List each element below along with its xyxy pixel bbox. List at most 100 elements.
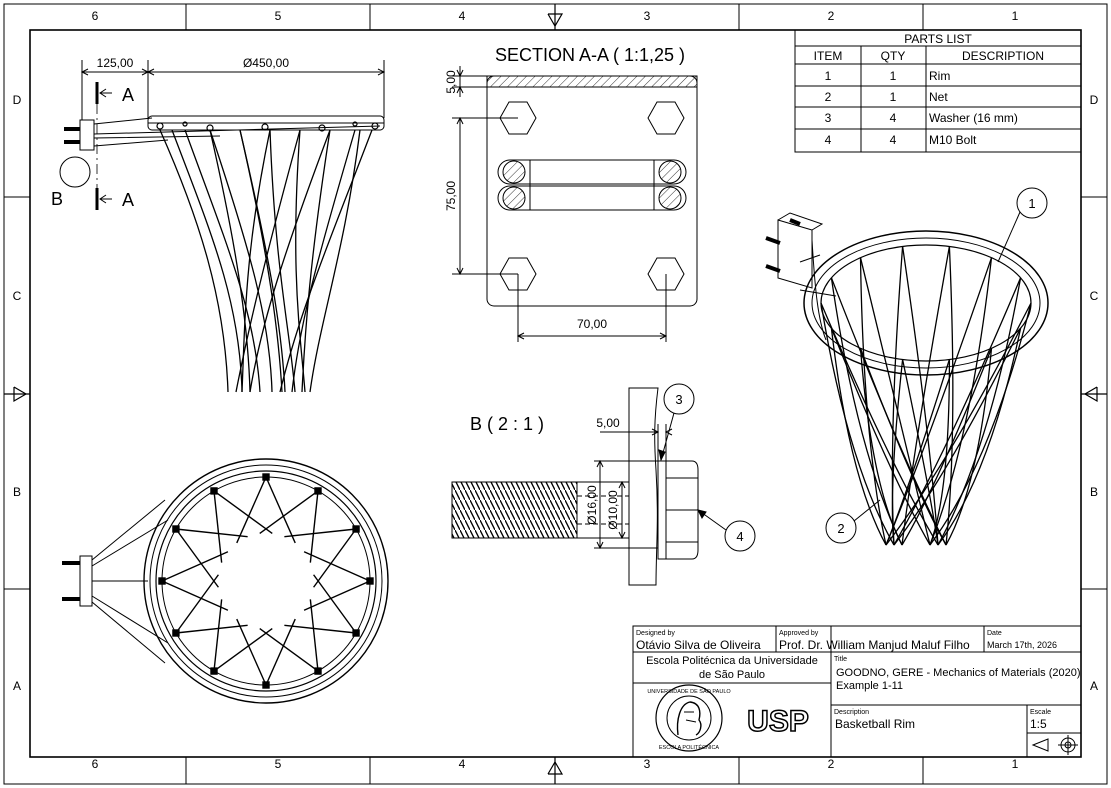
parts-header-item: ITEM xyxy=(814,49,843,63)
zone-col-3-bottom: 3 xyxy=(644,757,651,771)
balloon-4: 4 xyxy=(736,529,743,544)
zone-row-D-left: D xyxy=(13,93,22,107)
scale-label: Escale xyxy=(1030,709,1051,716)
iso-net-strand xyxy=(945,348,993,546)
iso-net-strand xyxy=(901,246,939,546)
zone-col-5-bottom: 5 xyxy=(275,757,282,771)
dim-outer-diameter: Ø16,00 xyxy=(585,485,599,525)
parts-row-3-qty: 4 xyxy=(890,111,897,125)
institution-line-1: Escola Politécnica da Universidade xyxy=(646,655,818,667)
dim-inner-diameter: Ø10,00 xyxy=(606,490,620,530)
balloon-3: 3 xyxy=(675,392,682,407)
callout-balloons xyxy=(658,187,1048,552)
parts-row-3-desc: Washer (16 mm) xyxy=(929,111,1018,125)
description-label: Description xyxy=(834,709,869,716)
seal-text-bottom: ESCOLA POLITÉCNICA xyxy=(659,744,720,751)
net-strand xyxy=(161,551,229,582)
net-hook xyxy=(210,487,218,495)
net-hook xyxy=(158,577,166,585)
approved-by-label: Approved by xyxy=(779,630,819,637)
zone-col-4-top: 4 xyxy=(459,9,466,23)
net-hook xyxy=(352,629,360,637)
section-title: SECTION A-A ( 1:1,25 ) xyxy=(495,45,685,65)
balloon-2: 2 xyxy=(837,521,844,536)
iso-net-strand xyxy=(901,246,951,546)
usp-logo: USP xyxy=(747,705,809,738)
net-strand xyxy=(236,618,267,686)
zone-col-1-bottom: 1 xyxy=(1012,757,1019,771)
net-hook xyxy=(172,629,180,637)
iso-net-strand xyxy=(929,257,993,546)
date: March 17th, 2026 xyxy=(987,640,1057,650)
iso-net-strand xyxy=(891,246,904,546)
net-strand xyxy=(213,628,273,672)
dim-section-thickness: 5,00 xyxy=(444,70,458,94)
zone-col-3-top: 3 xyxy=(644,9,651,23)
net-strand xyxy=(313,574,357,634)
parts-list-title: PARTS LIST xyxy=(904,32,972,46)
net-strand xyxy=(259,628,319,672)
zone-col-4-bottom: 4 xyxy=(459,757,466,771)
iso-net-strand xyxy=(937,277,1022,546)
detail-b-view xyxy=(451,387,699,586)
zone-row-A-right: A xyxy=(1090,679,1098,693)
zone-col-1-top: 1 xyxy=(1012,9,1019,23)
iso-net-strand xyxy=(929,302,1032,546)
institution-line-2: de São Paulo xyxy=(699,669,765,681)
iso-net xyxy=(820,246,1032,546)
title-label: Title xyxy=(834,656,847,663)
net-strand xyxy=(175,528,248,538)
net-hook xyxy=(314,667,322,675)
iso-net-strand xyxy=(830,277,947,546)
net-hook xyxy=(314,487,322,495)
zone-row-D-right: D xyxy=(1090,93,1099,107)
dim-washer-thickness: 5,00 xyxy=(596,416,620,430)
scale: 1:5 xyxy=(1030,717,1047,731)
projection-symbol-icon xyxy=(1031,735,1078,755)
parts-row-4-desc: M10 Bolt xyxy=(929,133,977,147)
dim-offset: 125,00 xyxy=(97,56,134,70)
net-strand xyxy=(213,490,273,534)
title-line-1: GOODNO, GERE - Mechanics of Materials (2… xyxy=(836,667,1081,679)
zone-col-2-top: 2 xyxy=(828,9,835,23)
detail-title: B ( 2 : 1 ) xyxy=(470,414,544,434)
parts-row-3-item: 3 xyxy=(825,111,832,125)
net-strand xyxy=(175,528,219,588)
iso-net-strand xyxy=(893,277,1022,546)
approved-by: Prof. Dr. William Manjud Maluf Filho xyxy=(779,638,970,652)
net-hook xyxy=(352,525,360,533)
net-strand xyxy=(284,528,357,538)
usp-seal-icon xyxy=(655,684,723,752)
parts-header-qty: QTY xyxy=(881,49,906,63)
net-strand xyxy=(259,490,319,534)
parts-list-table xyxy=(794,29,1082,153)
section-label-a-bottom: A xyxy=(122,190,134,210)
iso-net-strand xyxy=(929,359,951,546)
description: Basketball Rim xyxy=(835,717,915,731)
isometric-view xyxy=(765,212,1049,546)
net-strand xyxy=(175,574,219,634)
section-label-a-top: A xyxy=(122,85,134,105)
front-view xyxy=(59,60,386,393)
iso-net-strand xyxy=(945,246,954,546)
net-strand xyxy=(309,599,319,672)
net-strand xyxy=(161,580,229,611)
net-strand xyxy=(213,599,223,672)
net-strand xyxy=(265,476,296,544)
zone-col-2-bottom: 2 xyxy=(828,757,835,771)
iso-net-strand xyxy=(901,348,993,546)
zone-row-B-right: B xyxy=(1090,485,1098,499)
balloon-1: 1 xyxy=(1028,196,1035,211)
parts-row-4-qty: 4 xyxy=(890,133,897,147)
net-strand xyxy=(303,551,371,582)
top-view xyxy=(62,458,389,704)
net-strand xyxy=(213,490,223,563)
parts-row-4-item: 4 xyxy=(825,133,832,147)
iso-net-strand xyxy=(830,328,887,546)
net-strand xyxy=(265,618,296,686)
section-a-a-view xyxy=(452,66,698,342)
iso-net-strand xyxy=(830,277,903,546)
zone-row-A-left: A xyxy=(13,679,21,693)
zone-col-6-top: 6 xyxy=(92,9,99,23)
net-strand xyxy=(284,624,357,634)
